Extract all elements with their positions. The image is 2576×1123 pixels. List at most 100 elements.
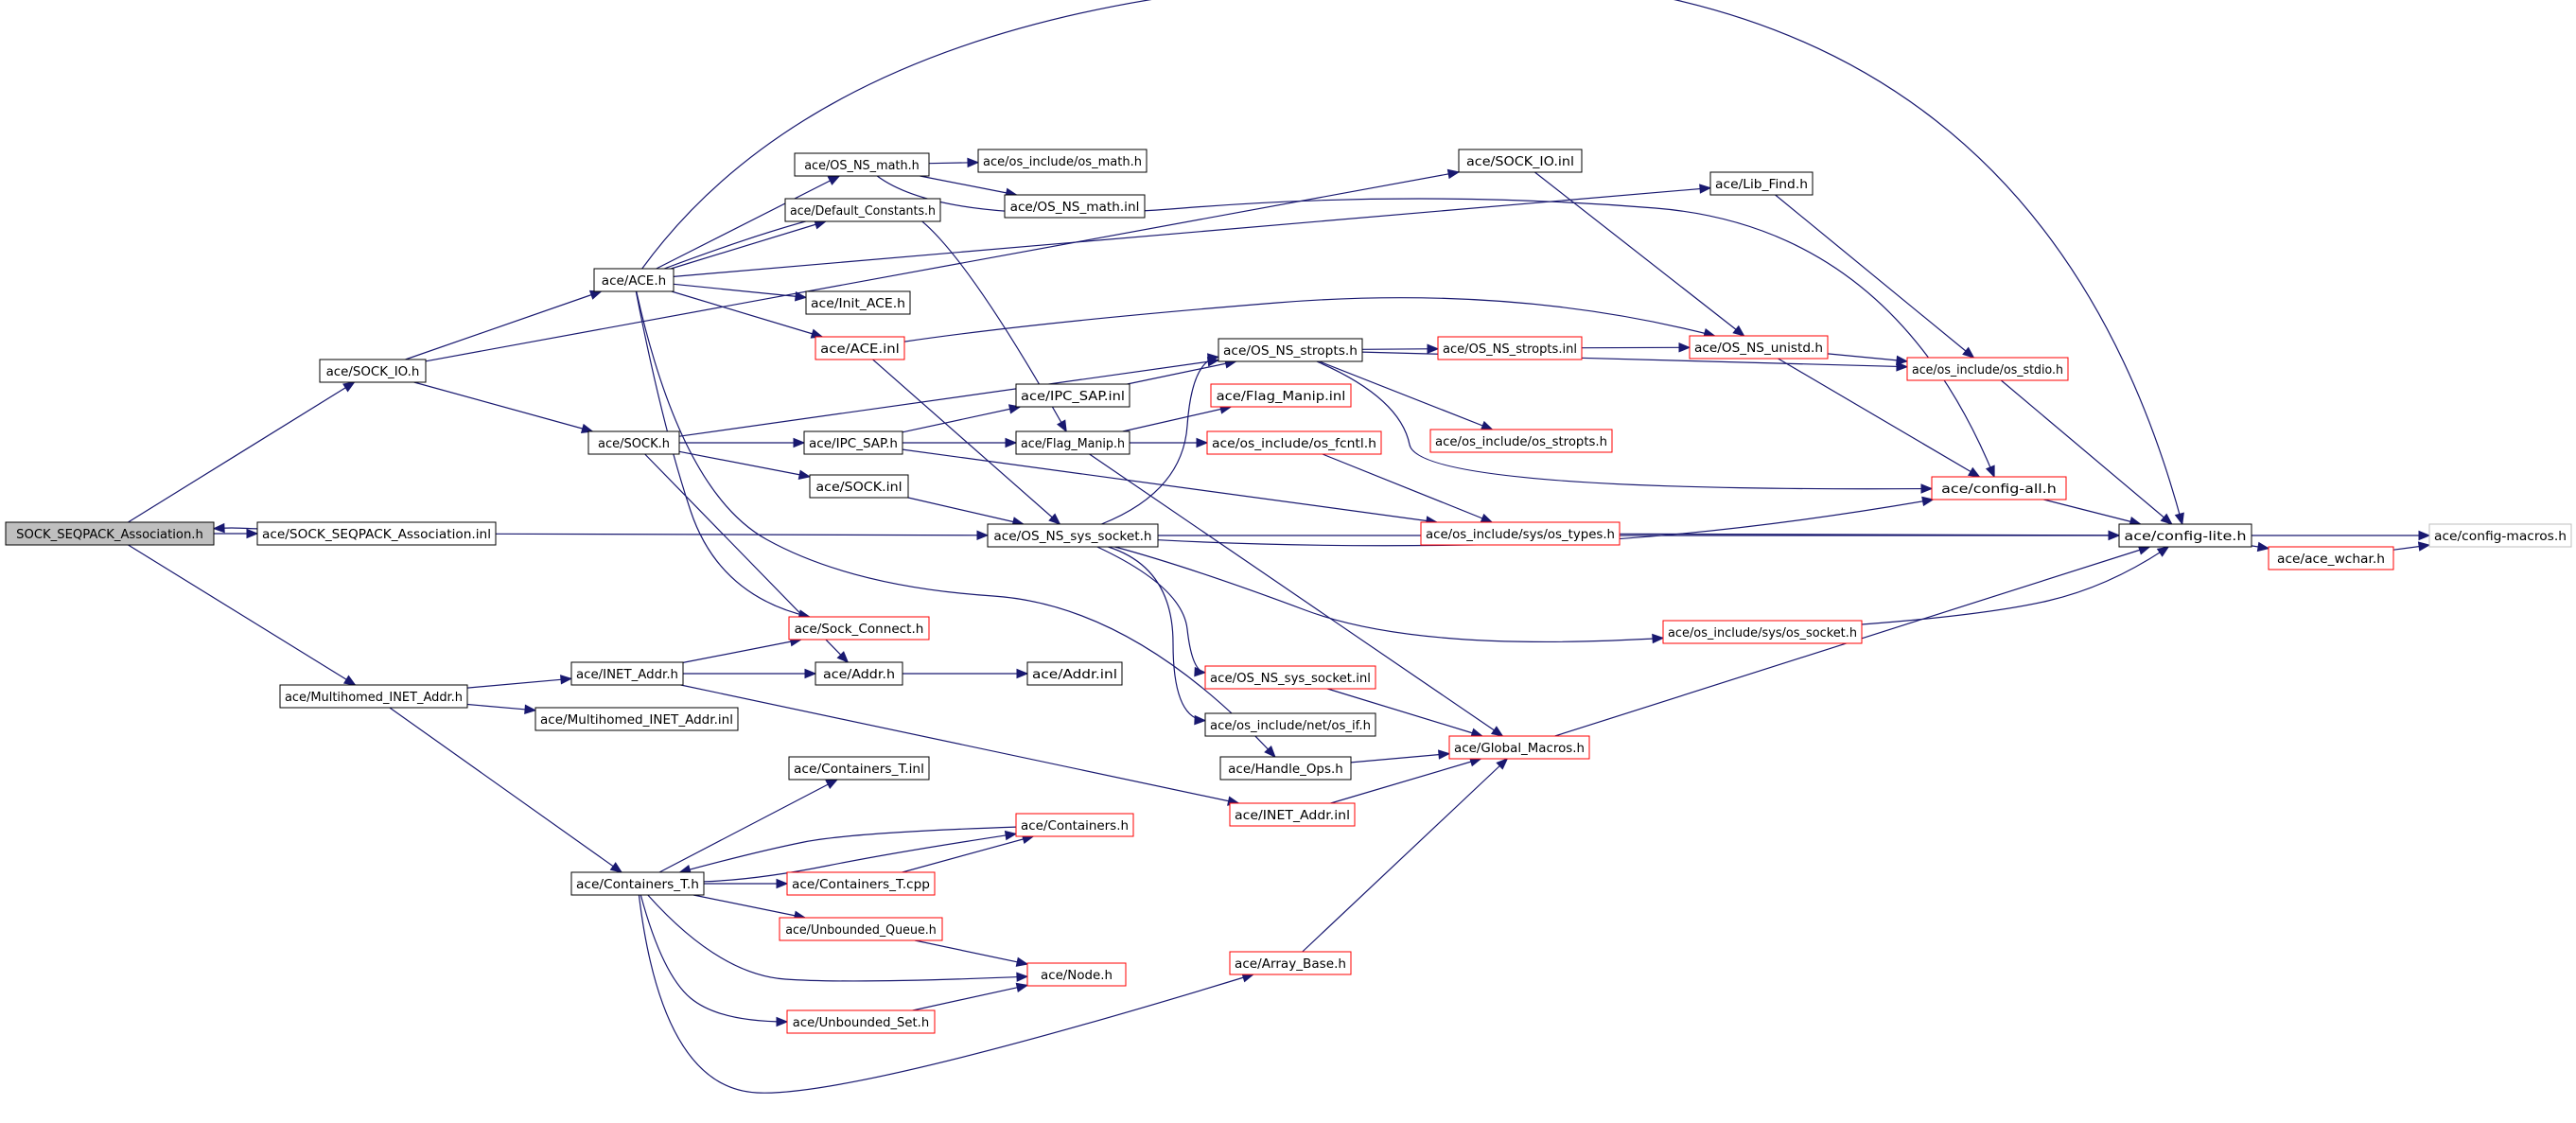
edge-os_ns_unistd-to-os_stdio [1827, 353, 1908, 362]
node-label: ace/Containers_T.h [576, 878, 699, 892]
node-handle-ops[interactable]: ace/Handle_Ops.h [1219, 756, 1352, 781]
edge-arrowhead [836, 651, 850, 663]
edge-arrowhead [1427, 343, 1440, 354]
node-label: ace/ACE.h [602, 274, 666, 289]
node-os-ns-sys-socket-h[interactable]: ace/OS_NS_sys_socket.h [987, 523, 1159, 548]
edge-os_ns_stropts_h-to-config_all [1316, 360, 1933, 490]
edge-arrowhead [825, 779, 839, 789]
edge-arrowhead [1438, 749, 1451, 760]
edge-arrowhead [1048, 513, 1061, 525]
node-label: ace/os_include/net/os_if.h [1210, 719, 1371, 733]
node-sock-io-inl[interactable]: ace/SOCK_IO.inl [1458, 149, 1583, 173]
edge-seqpack_inl-to-os_ns_sys_socket_h [495, 533, 989, 536]
node-os-types[interactable]: ace/os_include/sys/os_types.h [1420, 521, 1621, 546]
node-box [570, 871, 705, 896]
node-os-ns-stropts-inl[interactable]: ace/OS_NS_stropts.inl [1437, 336, 1583, 360]
edge-arrowhead [1920, 483, 1934, 494]
node-ipc-sap-h[interactable]: ace/IPC_SAP.h [803, 430, 903, 455]
edge-os_socket-to-config_lite [1861, 546, 2169, 625]
node-label: ace/os_include/os_fcntl.h [1212, 437, 1376, 451]
node-ipc-sap-inl[interactable]: ace/IPC_SAP.inl [1015, 383, 1130, 408]
node-multihomed-inl[interactable]: ace/Multihomed_INET_Addr.inl [534, 707, 739, 731]
node-default-const[interactable]: ace/Default_Constants.h [784, 198, 941, 222]
node-array-base[interactable]: ace/Array_Base.h [1229, 951, 1352, 975]
node-box [1420, 521, 1621, 546]
node-config-all[interactable]: ace/config-all.h [1931, 476, 2067, 500]
node-box [1437, 336, 1583, 360]
node-box [2118, 523, 2252, 548]
edge-handle_ops-to-global_macros [1350, 753, 1450, 763]
edge-arrowhead [1480, 420, 1494, 430]
node-os-if[interactable]: ace/os_include/net/os_if.h [1204, 712, 1376, 737]
node-sock-connect[interactable]: ace/Sock_Connect.h [788, 616, 930, 640]
node-addr-h[interactable]: ace/Addr.h [815, 661, 903, 686]
edge-arrowhead [1194, 666, 1207, 677]
node-sock-h[interactable]: ace/SOCK.h [587, 430, 680, 455]
node-box [815, 336, 905, 360]
edge-ace_inl-to-os_ns_unistd [903, 297, 1715, 342]
node-config-macros[interactable]: ace/config-macros.h [2428, 523, 2572, 548]
node-seqpack-inl[interactable]: ace/SOCK_SEQPACK_Association.inl [256, 521, 497, 546]
node-global-macros[interactable]: ace/Global_Macros.h [1448, 735, 1590, 760]
node-box [1015, 430, 1130, 455]
node-os-ns-math-h[interactable]: ace/OS_NS_math.h [794, 152, 930, 177]
node-os-ns-math-inl[interactable]: ace/OS_NS_math.inl [1004, 194, 1146, 219]
node-box [2268, 546, 2394, 570]
node-inet-addr-inl[interactable]: ace/INET_Addr.inl [1229, 802, 1356, 827]
edge-sock_io_h-to-sock_io_inl [425, 171, 1460, 362]
edge-os_ns_math_h-to-os_ns_math_inl [920, 175, 1017, 196]
node-label: ace/OS_NS_unistd.h [1694, 342, 1823, 356]
edge-ipc_sap_inl-to-os_ns_stropts_h [1127, 360, 1236, 385]
node-containers-t-inl[interactable]: ace/Containers_T.inl [788, 756, 930, 781]
edge-arrowhead [1652, 633, 1665, 644]
node-os-stropts[interactable]: ace/os_include/os_stropts.h [1429, 429, 1613, 453]
node-containers-t-h[interactable]: ace/Containers_T.h [570, 871, 705, 896]
node-flag-manip-inl[interactable]: ace/Flag_Manip.inl [1210, 383, 1352, 408]
node-root[interactable]: SOCK_SEQPACK_Association.h [5, 521, 215, 546]
node-box [786, 871, 936, 896]
node-containers-h[interactable]: ace/Containers.h [1015, 813, 1134, 837]
node-label: ace/SOCK_SEQPACK_Association.inl [262, 528, 491, 542]
node-label: ace/Array_Base.h [1235, 957, 1346, 972]
node-inet-addr-h[interactable]: ace/INET_Addr.h [570, 661, 684, 686]
edge-containers_t_h-to-array_base [638, 894, 1253, 1094]
node-ace-h[interactable]: ace/ACE.h [593, 268, 675, 292]
node-os-ns-stropts-h[interactable]: ace/OS_NS_stropts.h [1218, 338, 1363, 362]
node-box [1004, 194, 1146, 219]
node-multihomed-h[interactable]: ace/Multihomed_INET_Addr.h [279, 684, 468, 709]
node-box [1229, 802, 1356, 827]
node-lib-find[interactable]: ace/Lib_Find.h [1709, 171, 1814, 196]
node-os-socket[interactable]: ace/os_include/sys/os_socket.h [1662, 620, 1863, 644]
node-os-fcntl[interactable]: ace/os_include/os_fcntl.h [1206, 430, 1382, 455]
edge-os_ns_sys_socket_h-to-os_ns_sys_socket_inl [1096, 546, 1206, 674]
node-config-lite[interactable]: ace/config-lite.h [2118, 523, 2252, 548]
node-flag-manip-h[interactable]: ace/Flag_Manip.h [1015, 430, 1130, 455]
node-label: ace/SOCK_IO.h [326, 365, 420, 379]
node-containers-t-cpp[interactable]: ace/Containers_T.cpp [786, 871, 936, 896]
node-box [1218, 338, 1363, 362]
node-ace-wchar[interactable]: ace/ace_wchar.h [2268, 546, 2394, 570]
node-os-stdio[interactable]: ace/os_include/os_stdio.h [1906, 357, 2069, 381]
node-addr-inl[interactable]: ace/Addr.inl [1026, 661, 1123, 686]
node-sock-inl[interactable]: ace/SOCK.inl [809, 474, 909, 499]
node-init-ace[interactable]: ace/Init_ACE.h [805, 290, 911, 315]
node-box [5, 521, 215, 546]
node-os-ns-sys-socket-inl[interactable]: ace/OS_NS_sys_socket.inl [1204, 665, 1376, 690]
node-box [815, 661, 903, 686]
node-label: ace/config-macros.h [2434, 530, 2567, 544]
node-box [279, 684, 468, 709]
edge-arrowhead [1194, 714, 1207, 726]
node-os-ns-unistd[interactable]: ace/OS_NS_unistd.h [1689, 335, 1829, 360]
node-box [1689, 335, 1829, 360]
node-ace-inl[interactable]: ace/ACE.inl [815, 336, 905, 360]
node-sock-io-h[interactable]: ace/SOCK_IO.h [319, 359, 427, 383]
node-os-math[interactable]: ace/os_include/os_math.h [977, 149, 1148, 173]
edge-arrowhead [524, 704, 537, 714]
node-node-h[interactable]: ace/Node.h [1026, 962, 1127, 987]
node-unbounded-queue[interactable]: ace/Unbounded_Queue.h [779, 917, 943, 941]
node-box [1210, 383, 1352, 408]
node-unbounded-set[interactable]: ace/Unbounded_Set.h [786, 1009, 936, 1034]
node-label: ace/ACE.inl [820, 342, 900, 357]
edge-os_stdio-to-config_lite [2000, 379, 2173, 525]
